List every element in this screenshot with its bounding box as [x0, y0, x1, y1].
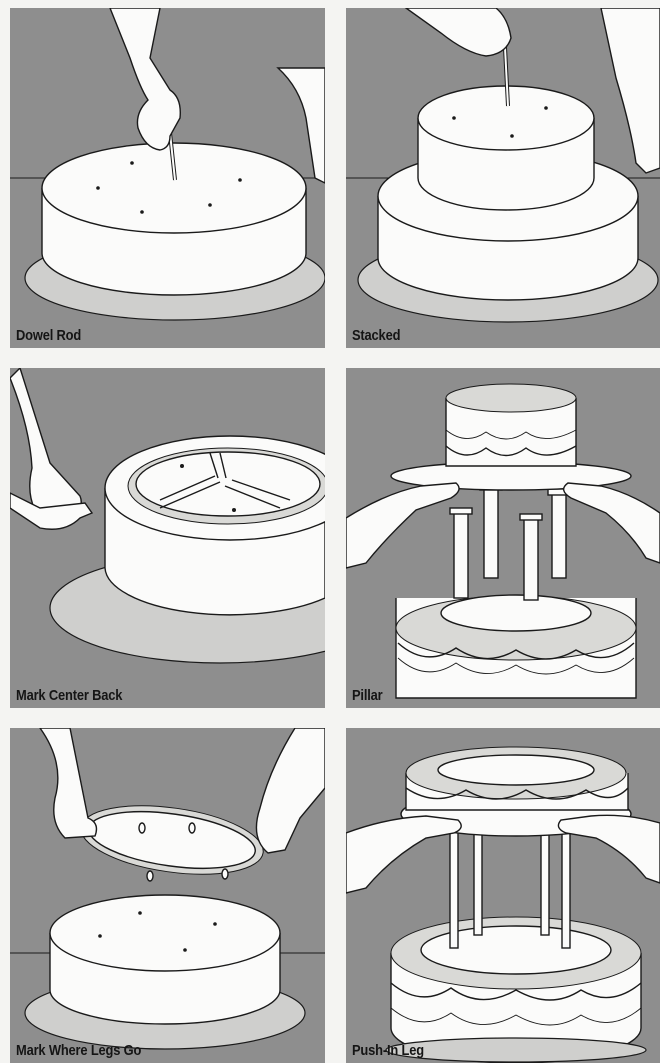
caption-stacked: Stacked — [352, 327, 400, 344]
caption-dowel-rod: Dowel Rod — [16, 327, 81, 344]
dowel-rod-illustration — [10, 8, 325, 348]
panel-push-in-leg: Push-In Leg — [346, 728, 660, 1063]
push-in-leg-illustration — [346, 728, 660, 1063]
panel-dowel-rod: Dowel Rod — [10, 8, 325, 348]
panel-mark-where-legs-go: Mark Where Legs Go — [10, 728, 325, 1063]
mark-center-back-illustration — [10, 368, 325, 708]
mark-where-legs-go-illustration — [10, 728, 325, 1063]
caption-pillar: Pillar — [352, 687, 383, 704]
caption-mark-center-back: Mark Center Back — [16, 687, 122, 704]
stacked-illustration — [346, 8, 660, 348]
pillar-illustration — [346, 368, 660, 708]
caption-push-in-leg: Push-In Leg — [352, 1042, 424, 1059]
panel-pillar: Pillar — [346, 368, 660, 708]
panel-mark-center-back: Mark Center Back — [10, 368, 325, 708]
panel-stacked: Stacked — [346, 8, 660, 348]
caption-mark-where-legs-go: Mark Where Legs Go — [16, 1042, 141, 1059]
